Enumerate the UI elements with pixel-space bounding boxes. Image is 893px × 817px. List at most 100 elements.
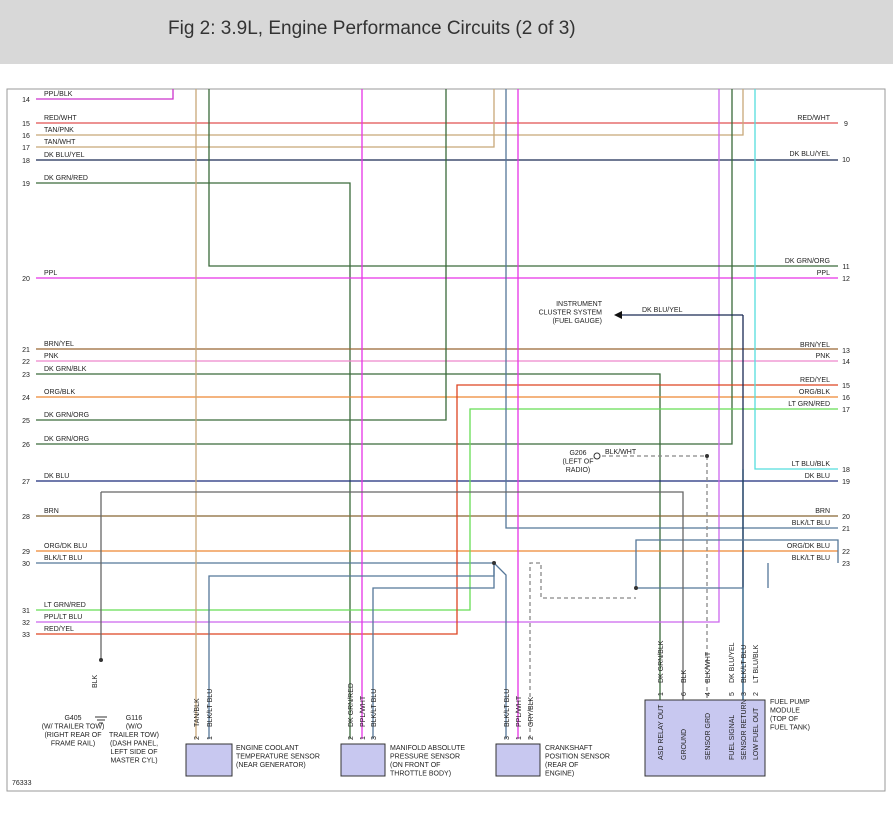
left-pin-number: 15 <box>22 121 30 128</box>
wire-17 <box>36 89 495 148</box>
ckp-label-line: ENGINE) <box>545 771 574 778</box>
left-wire-label: PNK <box>44 353 59 360</box>
left-wire-label: BLK/LT BLU <box>44 555 82 562</box>
ckp-label-line: CRANKSHAFT <box>545 745 593 752</box>
wires <box>36 89 839 777</box>
right-pin-number: 12 <box>842 276 850 283</box>
map-wire-label: DK GRN/RED <box>348 683 355 727</box>
right-pin-number: 13 <box>842 348 850 355</box>
right-pin-number: 15 <box>842 383 850 390</box>
left-pin-number: 27 <box>22 479 30 486</box>
right-pin-number: 16 <box>842 395 850 402</box>
fuel-pump-label-line: FUEL PUMP <box>770 699 810 706</box>
g405-label-line: (RIGHT REAR OF <box>44 732 101 739</box>
fuel-pump-module-body <box>644 699 766 777</box>
left-pin-number: 32 <box>22 620 30 627</box>
left-wire-label: PPL <box>44 270 57 277</box>
g116-label-line: (W/O <box>126 724 143 731</box>
left-pin-number: 18 <box>22 158 30 165</box>
map-pin-number: 2 <box>348 736 355 740</box>
right-wire-label: PPL <box>817 270 830 277</box>
left-wire-label: ORG/DK BLU <box>44 543 87 550</box>
left-pin-number: 26 <box>22 442 30 449</box>
ect-sensor-body <box>185 743 233 777</box>
right-pin-number: 19 <box>842 479 850 486</box>
g206-symbol <box>593 452 601 460</box>
fuel-pump-label-line: FUEL TANK) <box>770 725 810 732</box>
wire-sensor-return-bus <box>635 539 839 588</box>
map-wire-label: BLK/LT BLU <box>371 689 378 727</box>
fuel-gauge-wire-label: DK BLU/YEL <box>642 307 683 314</box>
right-wire-label: RED/YEL <box>800 377 830 384</box>
g405-label-line: G405 <box>64 715 81 722</box>
wire-31-17 <box>36 408 838 611</box>
right-pin-number: 11 <box>842 264 849 271</box>
wire-19 <box>36 182 351 739</box>
g116-label-line: MASTER CYL) <box>110 758 157 765</box>
splice-dot <box>492 561 496 565</box>
left-pin-number: 20 <box>22 276 30 283</box>
ect-wire-label: TAN/BLK <box>194 698 201 727</box>
ect-label-line: (NEAR GENERATOR) <box>236 762 306 769</box>
left-pin-number: 22 <box>22 359 30 366</box>
splice-dot <box>634 586 638 590</box>
left-pin-number: 25 <box>22 418 30 425</box>
figure-id: 76333 <box>12 780 32 787</box>
right-wire-label: LT GRN/RED <box>788 401 830 408</box>
ect-wire-label: BLK/LT BLU <box>207 689 214 727</box>
left-wire-label: PPL/BLK <box>44 91 73 98</box>
left-wire-label: DK GRN/BLK <box>44 366 87 373</box>
fuel-pump-pin-number: 6 <box>681 692 688 696</box>
ckp-wire-label: GRY/BLK <box>528 696 535 727</box>
left-wire-label: ORG/BLK <box>44 389 75 396</box>
right-wire-label: DK GRN/ORG <box>785 258 830 265</box>
fuel-pump-label-line: (TOP OF <box>770 716 798 723</box>
figure-header: Fig 2: 3.9L, Engine Performance Circuits… <box>0 0 893 64</box>
labels: 14PPL/BLK15RED/WHT16TAN/PNK17TAN/WHT18DK… <box>12 91 850 787</box>
ground-wire-label: BLK <box>92 674 99 688</box>
instrument-cluster-label-line: (FUEL GAUGE) <box>552 318 602 325</box>
right-wire-label: BLK/LT BLU <box>792 555 830 562</box>
left-pin-number: 19 <box>22 181 30 188</box>
left-wire-label: PPL/LT BLU <box>44 614 82 621</box>
left-wire-label: BRN/YEL <box>44 341 74 348</box>
g405-label-line: (W/ TRAILER TOW) <box>42 724 105 731</box>
wire-14 <box>36 89 174 100</box>
left-pin-number: 31 <box>22 608 30 615</box>
left-wire-label: LT GRN/RED <box>44 602 86 609</box>
left-pin-number: 16 <box>22 133 30 140</box>
fuel-pump-wire-label: DK GRN/BLK <box>658 640 665 683</box>
wiring-diagram: 14PPL/BLK15RED/WHT16TAN/PNK17TAN/WHT18DK… <box>6 88 886 792</box>
right-pin-number: 21 <box>842 526 850 533</box>
right-wire-label: RED/WHT <box>797 115 830 122</box>
ckp-pin-number: 3 <box>504 736 511 740</box>
ect-pin-number: 2 <box>194 736 201 740</box>
right-wire-label: DK BLU/YEL <box>790 151 831 158</box>
g206-wire-label: BLK/WHT <box>605 449 637 456</box>
left-wire-label: DK GRN/ORG <box>44 412 89 419</box>
fuel-pump-pin-function: ASD RELAY OUT <box>658 704 665 760</box>
map-wire-label: PPL/WHT <box>360 695 367 727</box>
map-pin-number: 1 <box>360 736 367 740</box>
left-wire-label: TAN/WHT <box>44 139 76 146</box>
left-pin-number: 24 <box>22 395 30 402</box>
ect-pin-number: 1 <box>207 736 214 740</box>
right-pin-number: 18 <box>842 467 850 474</box>
fuel-pump-pin-function: GROUND <box>681 729 688 760</box>
left-pin-number: 33 <box>22 632 30 639</box>
wire-16 <box>36 89 744 136</box>
g116-label-line: LEFT SIDE OF <box>111 749 158 756</box>
figure-title: Fig 2: 3.9L, Engine Performance Circuits… <box>168 18 576 39</box>
left-pin-number: 21 <box>22 347 30 354</box>
right-wire-label: BRN <box>815 508 830 515</box>
left-wire-label: BRN <box>44 508 59 515</box>
fuel-pump-pin-number: 4 <box>705 692 712 696</box>
ground-splice-dot <box>99 658 103 662</box>
right-wire-label: DK BLU <box>805 473 830 480</box>
ckp-sensor-body <box>495 743 541 777</box>
g116-label-line: (DASH PANEL, <box>110 741 158 748</box>
right-pin-number: 22 <box>842 549 850 556</box>
wire-23 <box>36 373 661 700</box>
left-wire-label: DK BLU <box>44 473 69 480</box>
fuel-pump-wire-label: BLK <box>681 669 688 683</box>
